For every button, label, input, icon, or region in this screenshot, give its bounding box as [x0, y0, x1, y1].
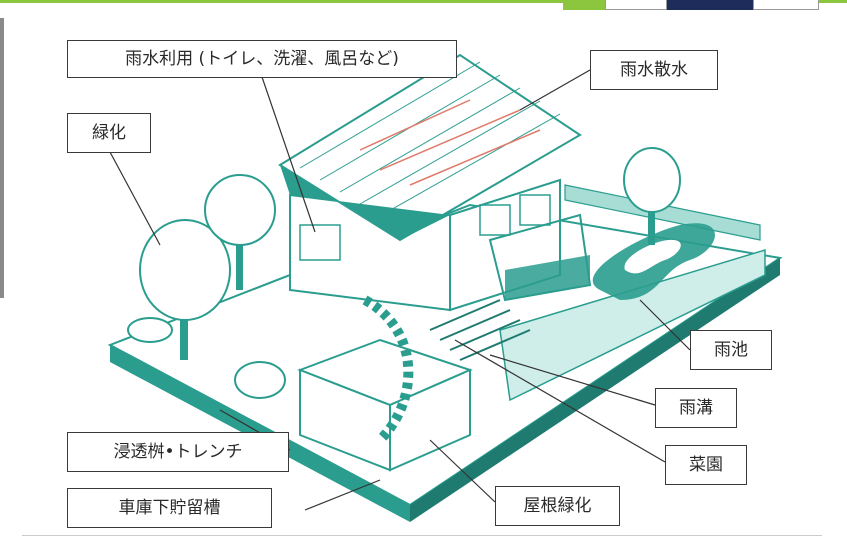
- garage-side: [389, 368, 471, 472]
- top-white-tab: [605, 0, 667, 10]
- pergola-base: [505, 255, 590, 300]
- label-rainwater-use: 雨水利用 (トイレ、洗濯、風呂など): [67, 40, 457, 78]
- ground-right-side: [410, 258, 780, 522]
- leader-lines: [109, 69, 691, 511]
- label-rain-ditch: 雨溝: [655, 388, 737, 428]
- tree-right: [623, 147, 681, 245]
- roof-lines: [299, 61, 561, 217]
- vegetable-furrows: [429, 299, 531, 361]
- top-navy-tab: [667, 0, 753, 10]
- label-vegetable-garden: 菜園: [665, 445, 747, 485]
- bottom-divider: [22, 535, 822, 536]
- label-infiltration: 浸透桝•トレンチ: [67, 432, 289, 472]
- shrub: [234, 361, 286, 399]
- label-roof-greening: 屋根緑化: [495, 486, 620, 526]
- label-greening: 緑化: [67, 113, 151, 153]
- raised-bed: [499, 248, 766, 402]
- tree-left: [139, 219, 231, 360]
- top-green-tab: [563, 0, 605, 10]
- stepping-stones: [362, 295, 414, 444]
- tree-middle: [204, 174, 276, 290]
- label-rainwater-sprinkling: 雨水散水: [590, 50, 718, 90]
- roof-eave: [280, 165, 450, 240]
- top-white-tab-2: [753, 0, 819, 10]
- roof-pipes: [359, 99, 541, 186]
- hedge: [564, 184, 761, 241]
- label-rain-pond: 雨池: [690, 330, 772, 370]
- shrub-2: [127, 317, 173, 343]
- rain-pond-island: [624, 239, 681, 274]
- top-accent-line: [0, 0, 847, 3]
- label-garage-storage: 車庫下貯留槽: [67, 488, 272, 528]
- left-scroll-bar: [0, 18, 4, 298]
- windows: [299, 194, 551, 261]
